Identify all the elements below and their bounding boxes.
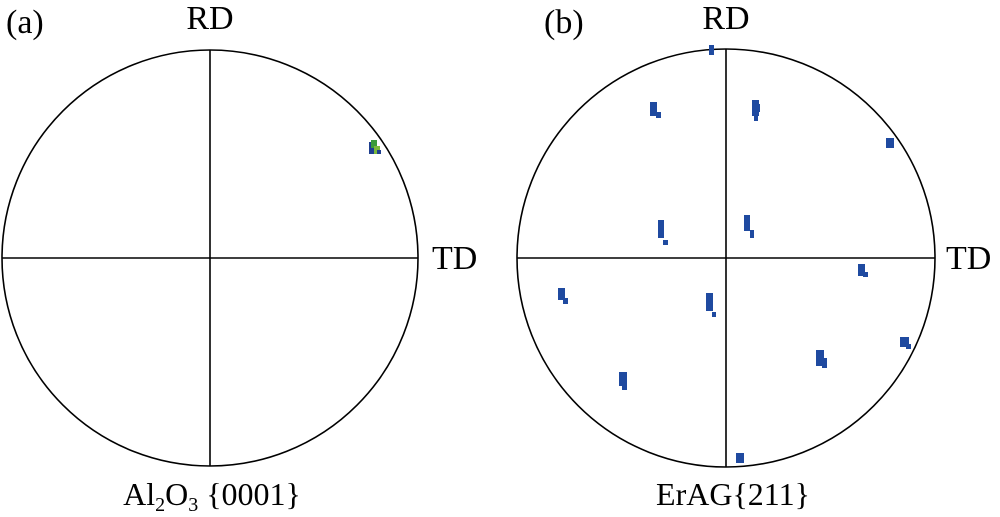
td-label: TD xyxy=(946,240,992,277)
pole-spot xyxy=(858,264,868,277)
pole-spot xyxy=(369,140,381,154)
pole-spot xyxy=(744,215,754,238)
pole-spot xyxy=(752,100,760,121)
pole-figure-panel-a: (a) RD TD Al2O3 {0001} xyxy=(1,0,478,516)
pole-spot xyxy=(706,293,716,317)
pole-spot xyxy=(558,288,568,304)
pole-figure-panel-b: (b) RD TD ErAG{211} xyxy=(500,0,1000,517)
pole-figure-b-svg xyxy=(516,45,936,468)
pole-spot xyxy=(658,220,668,245)
rd-label: RD xyxy=(702,0,750,37)
panel-label: (b) xyxy=(544,4,584,41)
pole-spot xyxy=(900,337,911,349)
pole-spot xyxy=(886,138,894,148)
pole-spot xyxy=(709,45,714,55)
panel-label: (a) xyxy=(6,4,44,41)
pole-spot xyxy=(650,102,661,118)
pole-figure-a-svg xyxy=(1,49,419,467)
pole-figure-caption: Al2O3 {0001} xyxy=(123,476,301,516)
pole-spot xyxy=(816,350,827,368)
td-label: TD xyxy=(432,240,478,277)
rd-label: RD xyxy=(186,0,234,37)
pole-spot xyxy=(619,372,627,390)
pole-figure-caption: ErAG{211} xyxy=(656,476,810,512)
pole-spot xyxy=(736,453,744,463)
